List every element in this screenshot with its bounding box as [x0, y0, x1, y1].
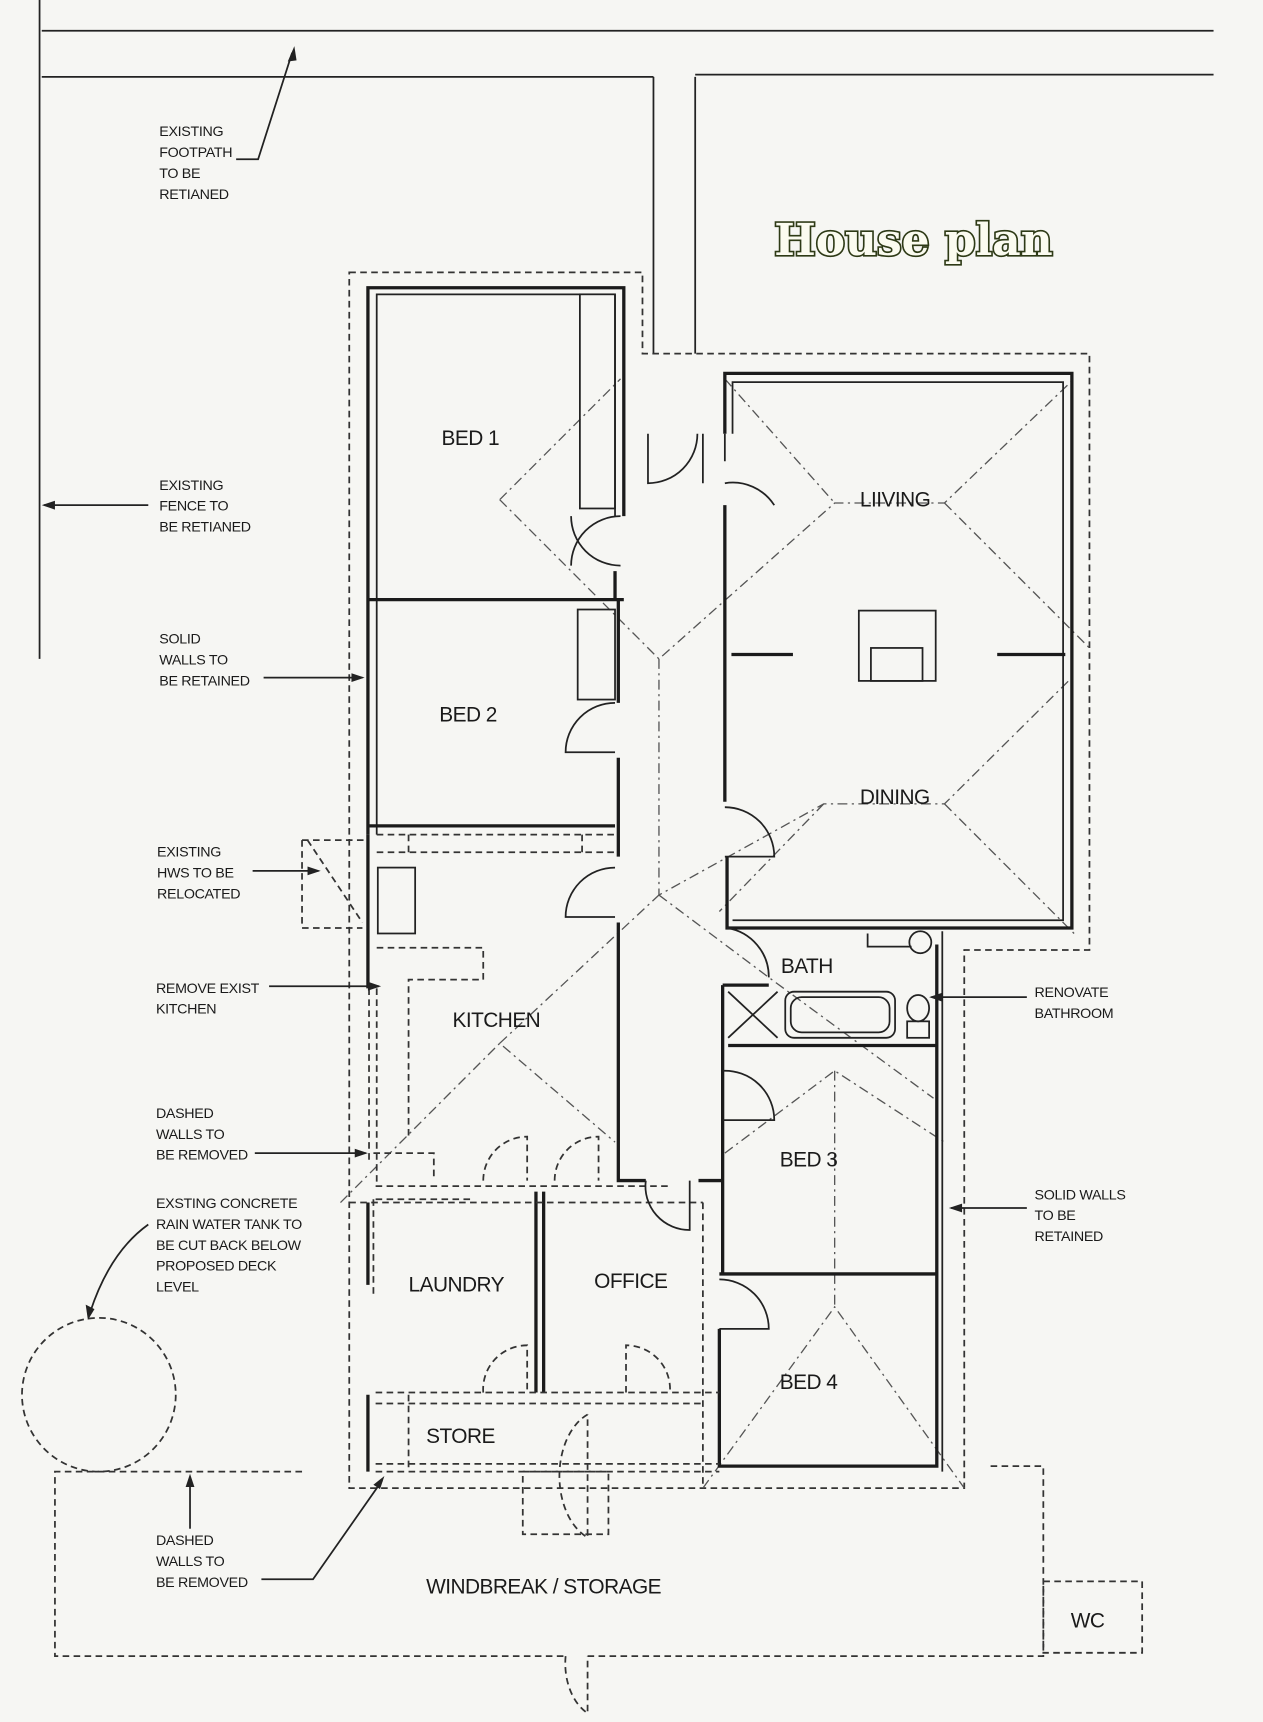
room-bed1: BED 1 — [442, 427, 500, 450]
room-store: STORE — [426, 1425, 495, 1448]
toilet — [906, 994, 930, 1023]
door-swings — [482, 433, 776, 1715]
roof-hip-lines — [340, 378, 1090, 1489]
basin — [908, 930, 933, 955]
rain-water-tank — [21, 1316, 177, 1473]
room-living: LIIVING — [860, 488, 930, 511]
room-bed4: BED 4 — [780, 1371, 838, 1394]
room-kitchen: KITCHEN — [452, 1009, 540, 1032]
room-bed3: BED 3 — [780, 1148, 838, 1171]
room-dining: DINING — [860, 786, 930, 809]
room-labels: BED 1 BED 2 LIIVING DINING KITCHEN BATH … — [409, 427, 1106, 1633]
site-boundaries — [38, 0, 1214, 659]
plan-title: House plan — [774, 215, 1052, 266]
hws-unit — [376, 866, 417, 935]
eave-outline — [348, 271, 1091, 1489]
room-wc: WC — [1071, 1610, 1105, 1633]
wc-box — [1042, 1580, 1144, 1654]
room-bath: BATH — [781, 955, 833, 978]
room-bed2: BED 2 — [439, 704, 497, 727]
dashed-walls — [301, 833, 720, 1536]
solid-walls — [366, 286, 1074, 1472]
room-laundry: LAUNDRY — [409, 1274, 505, 1297]
windbreak-outline — [21, 1316, 1144, 1657]
room-windbreak: WINDBREAK / STORAGE — [426, 1576, 662, 1599]
bathtub — [784, 990, 896, 1039]
room-office: OFFICE — [594, 1270, 668, 1293]
